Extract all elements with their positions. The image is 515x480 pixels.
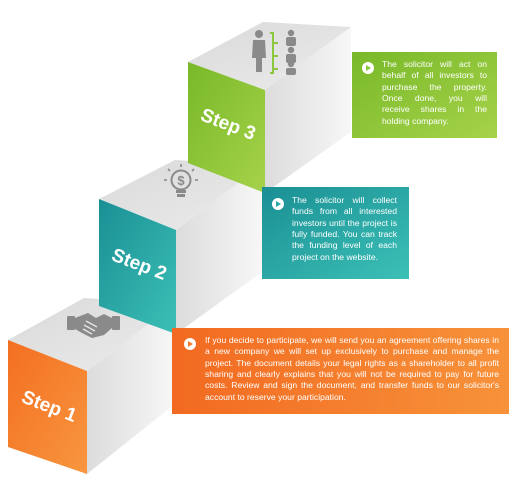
handshake-icon: [67, 313, 120, 338]
step-1-callout: If you decide to participate, we will se…: [172, 328, 509, 414]
step-3-cube: [188, 22, 351, 193]
arrow-bullet-icon: [362, 62, 374, 74]
step-1-cube-front: [8, 340, 87, 474]
lightbulb-dollar-icon: $: [164, 164, 198, 197]
step-1-callout-box: [172, 328, 509, 414]
step-1-cube-right: [87, 304, 175, 474]
step-3-cube-right: [265, 27, 351, 193]
step-2-callout-box: [262, 187, 409, 279]
step-3-cube-top: [188, 22, 351, 90]
arrow-bullet-icon: [184, 338, 196, 350]
step-3-callout-box: [352, 52, 497, 138]
step-1-description: If you decide to participate, we will se…: [205, 335, 499, 402]
step-2-cube-front: [99, 199, 176, 334]
step-2-cube-right: [176, 165, 262, 334]
step-2-callout: The solicitor will collect funds from al…: [262, 187, 409, 279]
svg-text:$: $: [177, 173, 185, 188]
step-3-description: The solicitor will act on behalf of all …: [382, 59, 487, 126]
investors-hierarchy-icon: [252, 29, 296, 75]
step-2-description: The solicitor will collect funds from al…: [292, 195, 397, 262]
step-3-cube-front: [188, 62, 265, 193]
step-3-callout: The solicitor will act on behalf of all …: [352, 52, 497, 138]
arrow-bullet-icon: [272, 198, 284, 210]
